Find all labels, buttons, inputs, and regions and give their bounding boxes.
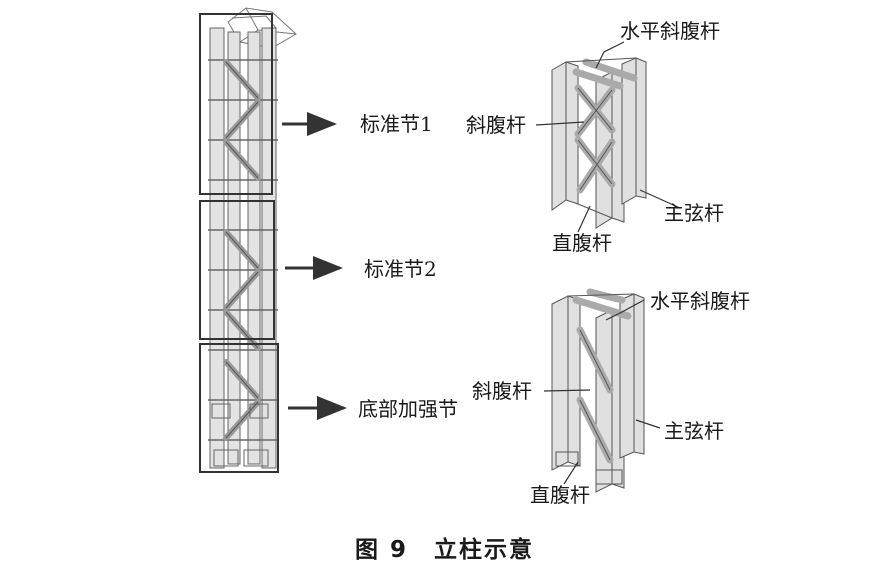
segment-1-label: 标准节1 bbox=[360, 112, 433, 136]
bottom-horizontal-diagonal-label: 水平斜腹杆 bbox=[650, 289, 750, 313]
figure-number: 图 9 bbox=[354, 537, 408, 563]
leader-bottom-chord bbox=[635, 419, 661, 429]
segment-2-label: 标准节2 bbox=[364, 257, 437, 281]
segment-1-box bbox=[199, 13, 273, 195]
leader-top-horizontal-diagonal bbox=[595, 41, 625, 69]
bottom-diagonal-web-label: 斜腹杆 bbox=[472, 379, 532, 403]
column-ties bbox=[208, 59, 278, 441]
top-vertical-web-label: 直腹杆 bbox=[552, 231, 612, 255]
segment-boxes bbox=[199, 13, 279, 473]
bottom-vertical-web-label: 直腹杆 bbox=[530, 483, 590, 507]
leader-bottom-horizontal-diagonal bbox=[605, 299, 645, 321]
leader-top-diagonal-web bbox=[535, 121, 585, 126]
bottom-chord-label: 主弦杆 bbox=[664, 419, 724, 443]
leader-bottom-diagonal-web bbox=[543, 389, 591, 392]
figure-caption: 图 9 立柱示意 bbox=[0, 530, 889, 564]
column-bottom-plates bbox=[211, 403, 269, 467]
top-horizontal-diagonal-label: 水平斜腹杆 bbox=[620, 19, 720, 43]
segment-2-box bbox=[199, 200, 275, 340]
top-diagonal-web-label: 斜腹杆 bbox=[466, 113, 526, 137]
top-chord-label: 主弦杆 bbox=[664, 201, 724, 225]
column-diagonal-edges bbox=[225, 61, 259, 439]
leader-lines bbox=[535, 41, 681, 485]
segment-arrows bbox=[282, 112, 347, 420]
standard-segment-detail bbox=[551, 57, 647, 229]
leader-top-chord bbox=[639, 189, 681, 209]
bottom-segment-box bbox=[199, 343, 279, 473]
full-column-model bbox=[199, 7, 297, 473]
leader-bottom-vertical-web bbox=[563, 461, 579, 485]
bottom-segment-detail bbox=[551, 288, 645, 493]
figure-title: 立柱示意 bbox=[434, 537, 535, 563]
leader-top-vertical-web bbox=[577, 205, 591, 233]
bottom-segment-label: 底部加强节 bbox=[358, 397, 458, 421]
